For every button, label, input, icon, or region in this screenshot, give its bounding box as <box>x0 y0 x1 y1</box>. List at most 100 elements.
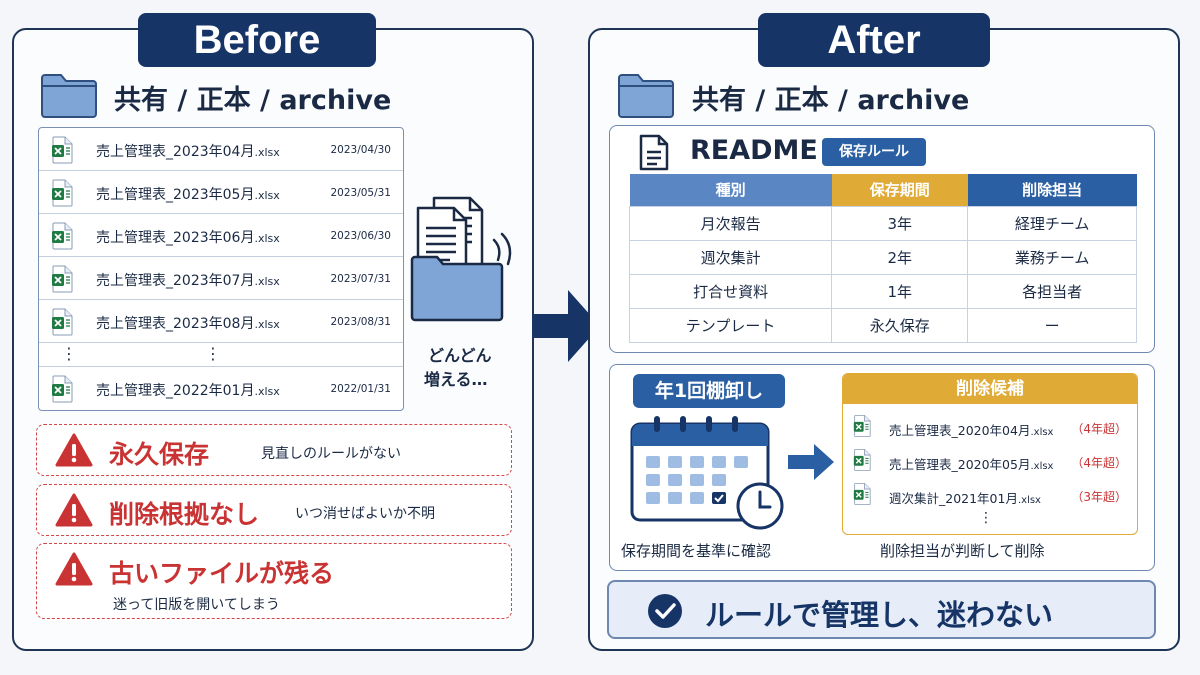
cell-period: 2年 <box>831 239 969 275</box>
file-name: 売上管理表_2023年05月 <box>96 187 255 203</box>
table-row: 打合せ資料 1年 各担当者 <box>628 273 1137 309</box>
cell-type: 月次報告 <box>628 205 833 241</box>
cell-period: 3年 <box>831 205 969 241</box>
file-date: 2023/08/31 <box>330 316 391 328</box>
excel-file-icon <box>51 375 73 403</box>
file-ext: .xlsx <box>254 189 280 202</box>
warning-title: 古いファイルが残る <box>109 559 335 588</box>
warning-title: 永久保存 <box>109 440 210 469</box>
age-note: （4年超） <box>1071 422 1127 436</box>
cell-owner: 各担当者 <box>967 273 1137 309</box>
list-item[interactable]: 売上管理表_2023年08月.xlsx 2023/08/31 <box>39 300 403 343</box>
after-tab: After <box>758 13 990 67</box>
list-item[interactable]: 売上管理表_2023年04月.xlsx 2023/04/30 <box>39 128 403 171</box>
cell-owner: 経理チーム <box>967 205 1137 241</box>
growing-caption-line1: どんどん <box>428 346 492 365</box>
folder-path: 共有 / 正本 / archive <box>692 85 970 116</box>
deletion-candidates-panel: 削除候補 売上管理表_2020年04月.xlsx （4年超） 売上管理表_202… <box>842 373 1138 535</box>
folder-icon <box>617 72 675 118</box>
cell-type: テンプレート <box>628 307 833 343</box>
excel-file-icon <box>51 265 73 293</box>
warning-desc: 見直しのルールがない <box>261 446 401 462</box>
age-note: （3年超） <box>1071 490 1127 504</box>
file-ext: .xlsx <box>254 318 280 331</box>
excel-file-icon <box>853 448 871 472</box>
file-name: 売上管理表_2020年04月 <box>889 423 1031 438</box>
conclusion-text: ルールで管理し、迷わない <box>705 598 1054 632</box>
cell-owner: ー <box>967 307 1137 343</box>
list-item[interactable]: 売上管理表_2020年04月.xlsx （4年超） <box>853 412 1133 442</box>
file-name: 売上管理表_2020年05月 <box>889 457 1031 472</box>
file-ext: .xlsx <box>1017 495 1041 506</box>
document-icon <box>639 134 669 171</box>
warning-icon <box>55 552 93 586</box>
list-item[interactable]: 売上管理表_2023年05月.xlsx 2023/05/31 <box>39 171 403 214</box>
list-ellipsis-row: ⋮ ⋮ <box>39 343 403 367</box>
arrow-right-icon <box>788 444 834 480</box>
warning-box: 削除根拠なし いつ消せばよいか不明 <box>36 484 512 536</box>
list-item[interactable]: 売上管理表_2023年06月.xlsx 2023/06/30 <box>39 214 403 257</box>
ellipsis-center: ⋮ <box>205 344 221 363</box>
file-name: 売上管理表_2023年08月 <box>96 316 255 332</box>
file-ext: .xlsx <box>1030 427 1054 438</box>
file-date: 2023/07/31 <box>330 273 391 285</box>
folder-path: 共有 / 正本 / archive <box>114 85 392 116</box>
growing-caption-line2: 増える… <box>424 370 488 389</box>
transition-arrow-icon <box>532 290 600 362</box>
file-date: 2023/06/30 <box>330 230 391 242</box>
file-name: 売上管理表_2023年06月 <box>96 230 255 246</box>
list-item[interactable]: 売上管理表_2022年01月.xlsx 2022/01/31 <box>39 367 403 410</box>
table-row: 月次報告 3年 経理チーム <box>628 205 1137 241</box>
warning-icon <box>55 493 93 527</box>
excel-file-icon <box>853 482 871 506</box>
excel-file-icon <box>853 414 871 438</box>
list-item[interactable]: 売上管理表_2023年07月.xlsx 2023/07/31 <box>39 257 403 300</box>
cell-type: 打合せ資料 <box>628 273 833 309</box>
cell-type: 週次集計 <box>628 239 833 275</box>
deletion-ellipsis: ⋮ <box>979 510 993 526</box>
list-item[interactable]: 売上管理表_2020年05月.xlsx （4年超） <box>853 446 1133 476</box>
annual-inventory-badge: 年1回棚卸し <box>633 374 785 408</box>
file-date: 2022/01/31 <box>330 383 391 395</box>
warning-desc: いつ消せばよいか不明 <box>295 506 435 522</box>
age-note: （4年超） <box>1071 456 1127 470</box>
warning-box: 永久保存 見直しのルールがない <box>36 424 512 476</box>
list-item[interactable]: 週次集計_2021年01月.xlsx （3年超） <box>853 480 1133 510</box>
readme-title: README <box>690 135 818 166</box>
file-date: 2023/05/31 <box>330 187 391 199</box>
check-circle-icon <box>648 594 682 628</box>
cell-owner: 業務チーム <box>967 239 1137 275</box>
file-name: 週次集計_2021年01月 <box>889 491 1018 506</box>
warning-icon <box>55 433 93 467</box>
file-ext: .xlsx <box>254 146 280 159</box>
conclusion-banner: ルールで管理し、迷わない <box>607 580 1156 639</box>
growing-files-icon <box>410 196 512 322</box>
folder-icon <box>40 72 98 118</box>
file-name: 売上管理表_2023年04月 <box>96 144 255 160</box>
excel-file-icon <box>51 136 73 164</box>
retention-rule-badge: 保存ルール <box>822 138 926 166</box>
file-ext: .xlsx <box>1030 461 1054 472</box>
file-list: 売上管理表_2023年04月.xlsx 2023/04/30 売上管理表_202… <box>38 127 404 411</box>
file-ext: .xlsx <box>254 385 280 398</box>
file-ext: .xlsx <box>254 232 280 245</box>
retention-table: 種別 保存期間 削除担当 月次報告 3年 経理チーム 週次集計 2年 業務チーム… <box>628 174 1137 343</box>
ellipsis-left: ⋮ <box>61 344 77 363</box>
excel-file-icon <box>51 222 73 250</box>
file-name: 売上管理表_2023年07月 <box>96 273 255 289</box>
deletion-caption: 削除担当が判断して削除 <box>880 542 1045 560</box>
table-row: テンプレート 永久保存 ー <box>628 307 1137 343</box>
warning-desc: 迷って旧版を開いてしまう <box>113 597 280 613</box>
table-header-row: 種別 保存期間 削除担当 <box>629 174 1137 206</box>
excel-file-icon <box>51 308 73 336</box>
cell-period: 1年 <box>831 273 969 309</box>
file-date: 2023/04/30 <box>330 144 391 156</box>
cell-period: 永久保存 <box>831 307 969 343</box>
file-ext: .xlsx <box>254 275 280 288</box>
excel-file-icon <box>51 179 73 207</box>
table-row: 週次集計 2年 業務チーム <box>628 239 1137 275</box>
header-period: 保存期間 <box>831 174 968 206</box>
before-tab: Before <box>138 13 376 67</box>
file-name: 売上管理表_2022年01月 <box>96 383 255 399</box>
warning-box: 古いファイルが残る 迷って旧版を開いてしまう <box>36 543 512 619</box>
